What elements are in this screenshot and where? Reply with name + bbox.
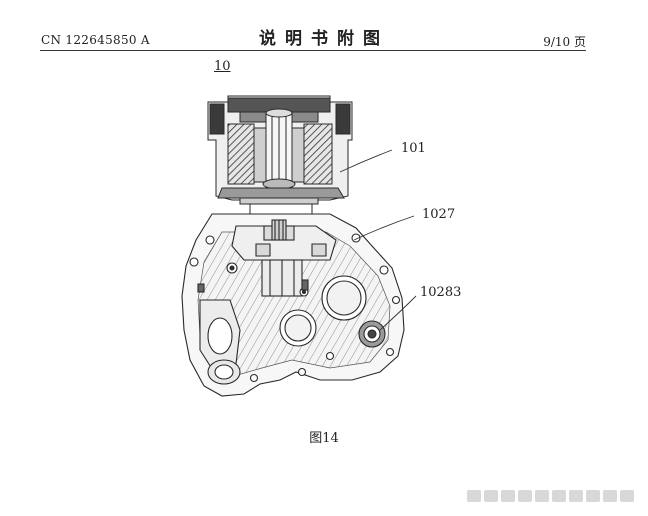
motor-drawing <box>207 95 353 219</box>
reference-label-housing: 1027 <box>422 207 456 222</box>
gearbox-housing-drawing <box>181 213 405 397</box>
publication-number: CN 122645850 A <box>41 33 150 47</box>
leader-line-motor <box>339 149 393 173</box>
section-title: 说明书附图 <box>259 29 389 49</box>
leader-line-bearing <box>379 295 417 331</box>
leader-lines <box>339 149 417 331</box>
page-number: 9/10 页 <box>543 35 586 49</box>
assembly-reference-label: 10 <box>214 59 231 74</box>
watermark <box>467 490 634 502</box>
figure-caption: 图14 <box>309 431 339 446</box>
leader-line-housing <box>353 215 415 241</box>
header-divider <box>40 50 586 51</box>
reference-label-bearing: 10283 <box>420 285 462 300</box>
reference-label-motor: 101 <box>401 141 426 156</box>
